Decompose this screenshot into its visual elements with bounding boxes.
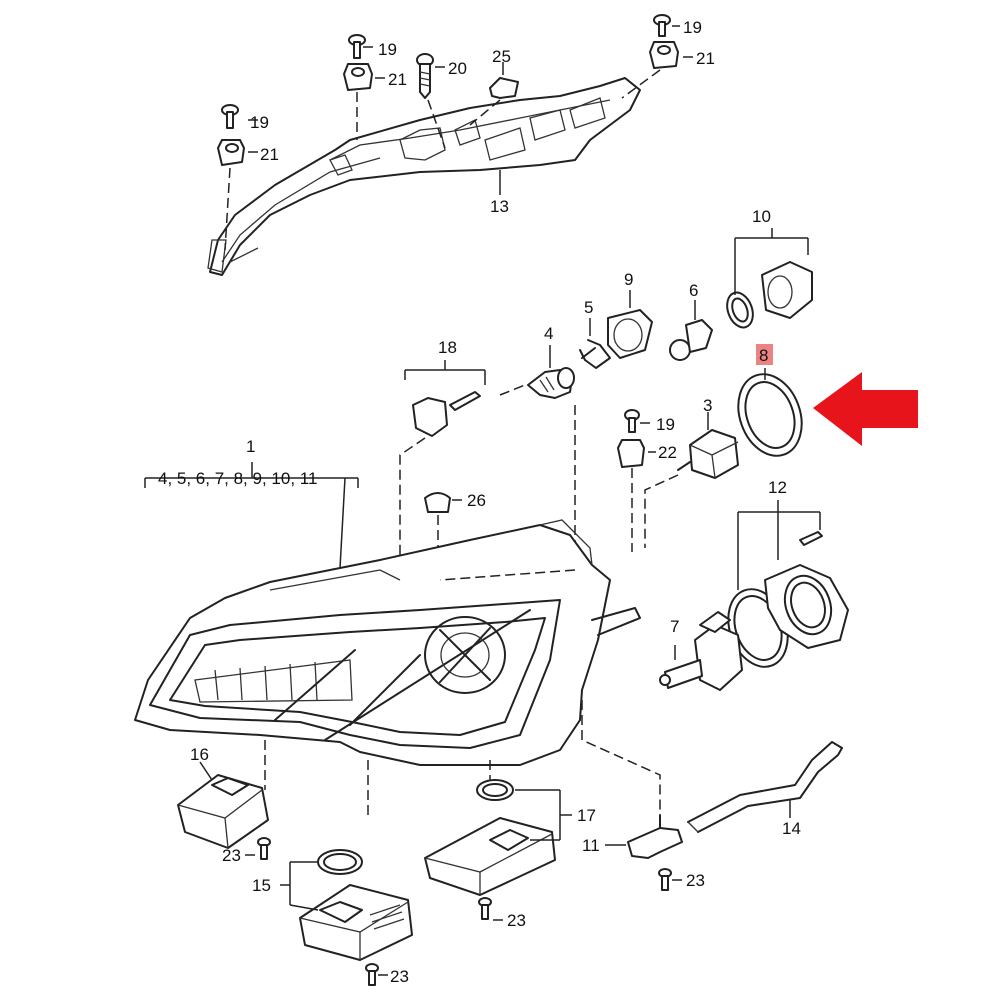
callout-13: 13 <box>490 197 509 216</box>
callout-23-left: 23 <box>222 846 241 865</box>
callout-16: 16 <box>190 745 209 764</box>
callout-6: 6 <box>689 281 698 300</box>
callout-17: 17 <box>577 806 596 825</box>
callout-21-left: 21 <box>260 145 279 164</box>
vent-hose <box>605 741 843 891</box>
ballast-16 <box>177 761 271 860</box>
callout-19-mid: 19 <box>656 415 675 434</box>
cap-26 <box>424 492 462 513</box>
callout-1: 1 <box>246 437 255 456</box>
mounting-bracket <box>207 77 641 276</box>
callout-labels: 19 21 20 25 19 21 19 21 13 10 9 6 5 4 18… <box>158 18 801 986</box>
callout-19-top-right: 19 <box>683 18 702 37</box>
ballast-15 <box>280 849 413 986</box>
callout-21-top-right: 21 <box>696 49 715 68</box>
callout-26: 26 <box>467 491 486 510</box>
bracket-fasteners <box>217 14 693 166</box>
callout-20: 20 <box>448 59 467 78</box>
callout-18: 18 <box>438 338 457 357</box>
headlamp-housing-1 <box>134 519 641 766</box>
callout-23-right: 23 <box>686 871 705 890</box>
callout-14: 14 <box>782 819 801 838</box>
callout-22: 22 <box>658 443 677 462</box>
callout-21-top-mid: 21 <box>388 70 407 89</box>
callout-8-highlighted: 8 <box>759 346 768 365</box>
callout-4: 4 <box>544 324 553 343</box>
leveling-motor-7 <box>659 611 743 691</box>
adjuster-18 <box>404 360 486 437</box>
highlight-box <box>756 344 773 365</box>
callout-19-top-mid: 19 <box>378 40 397 59</box>
callout-25: 25 <box>492 47 511 66</box>
flange-12 <box>727 500 849 668</box>
callout-23-bottom: 23 <box>390 967 409 986</box>
callout-15: 15 <box>252 876 271 895</box>
seal-ring-part-8 <box>737 368 803 457</box>
callout-19-left: 19 <box>250 113 269 132</box>
callout-12: 12 <box>768 478 787 497</box>
callout-23-center: 23 <box>507 911 526 930</box>
callout-9: 9 <box>624 270 633 289</box>
callout-5: 5 <box>584 298 593 317</box>
callout-7: 7 <box>670 617 679 636</box>
igniter-3 <box>617 409 739 479</box>
callout-3: 3 <box>703 396 712 415</box>
ballast-17 <box>424 779 572 921</box>
callout-11: 11 <box>582 836 600 855</box>
callout-10: 10 <box>752 207 771 226</box>
highlight-arrow <box>813 372 918 446</box>
bulb-group <box>527 228 813 399</box>
callout-1-list: 4, 5, 6, 7, 8, 9, 10, 11 <box>158 469 317 488</box>
